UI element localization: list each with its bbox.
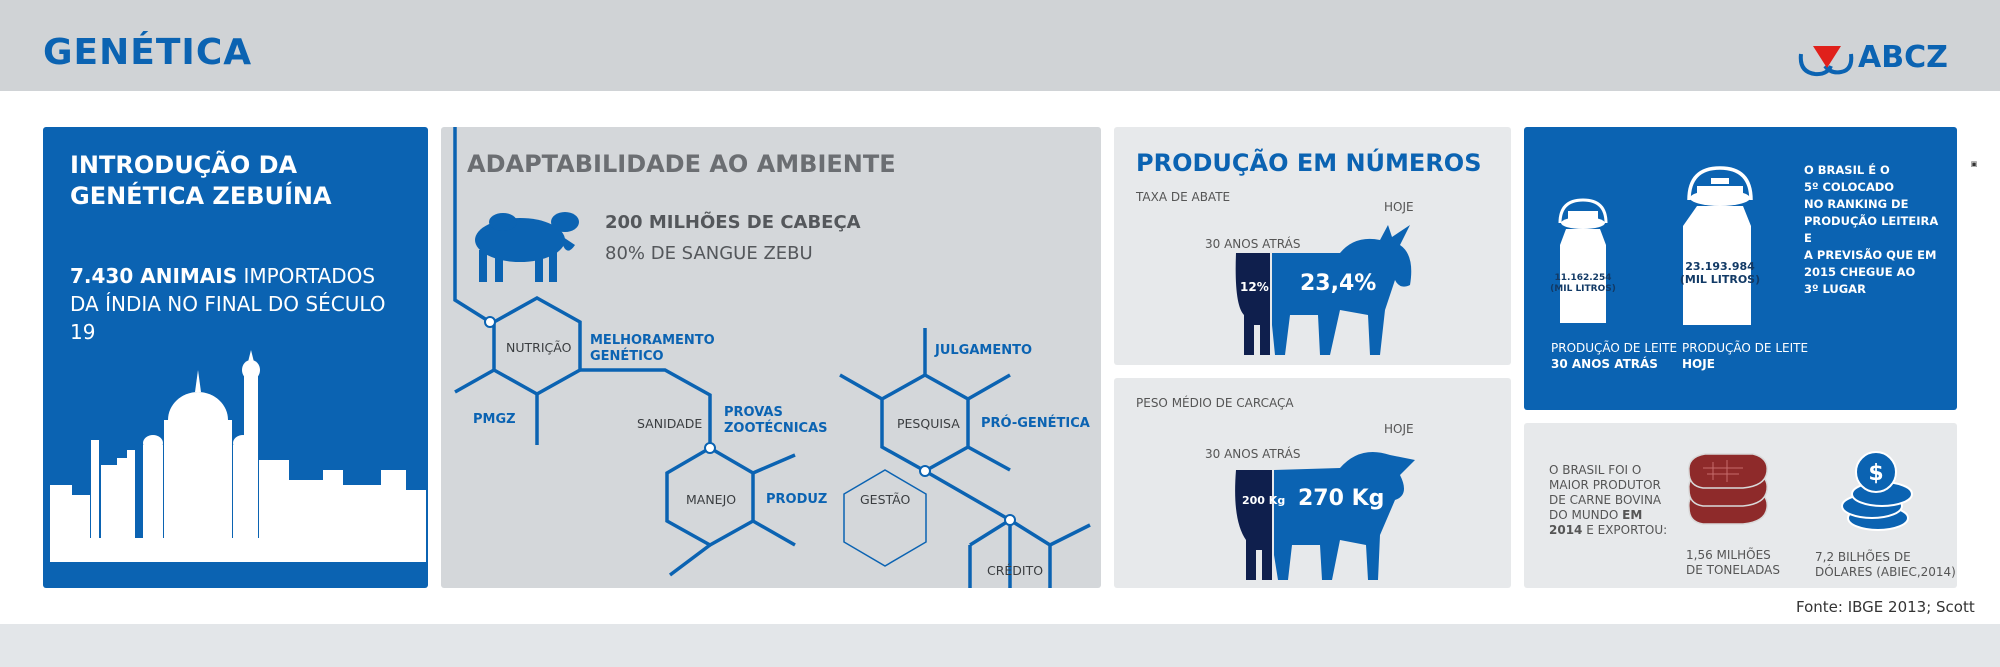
carcass-today: HOJE <box>1384 422 1414 436</box>
side-note-icon: ▣ <box>1970 160 1978 168</box>
production-panel <box>1114 127 1511 365</box>
slaughter-new-value: 23,4% <box>1300 271 1377 296</box>
milk-ranking-text: O BRASIL É O 5º COLOCADO NO RANKING DE P… <box>1804 163 1939 296</box>
carcass-new-value: 270 Kg <box>1298 486 1385 511</box>
zebu-blood-text: 80% DE SANGUE ZEBU <box>605 243 813 264</box>
production-title: PRODUÇÃO EM NÚMEROS <box>1136 149 1482 177</box>
slaughter-today: HOJE <box>1384 200 1414 214</box>
hex-label-gestao: GESTÃO <box>860 492 911 507</box>
milk-old-value: 11.162.254(MIL LITROS) <box>1550 273 1616 294</box>
slaughter-label: TAXA DE ABATE <box>1136 190 1231 204</box>
hex-label-nutricao: NUTRIÇÃO <box>506 340 572 355</box>
footer-bar <box>0 624 2000 667</box>
meat-stack-icon <box>1688 453 1768 525</box>
hex-label-manejo: MANEJO <box>686 492 737 507</box>
header-bar <box>0 0 2000 91</box>
hexagon-network-icon <box>453 127 1091 588</box>
beef-text: O BRASIL FOI O MAIOR PRODUTOR DE CARNE B… <box>1549 463 1668 537</box>
large-milk-can-icon <box>1683 166 1753 325</box>
intro-text: 7.430 ANIMAIS IMPORTADOS DA ÍNDIA NO FIN… <box>70 264 386 344</box>
logo-text: ABCZ <box>1858 40 1948 75</box>
carcass-ago: 30 ANOS ATRÁS <box>1205 447 1301 461</box>
carcass-label: PESO MÉDIO DE CARCAÇA <box>1136 396 1294 410</box>
milk-new-value: 23.193.984(MIL LITROS) <box>1679 260 1761 286</box>
slaughter-ago: 30 ANOS ATRÁS <box>1205 237 1301 251</box>
label-produz: PRODUZ <box>766 492 828 507</box>
label-progenetica: PRÓ-GENÉTICA <box>981 416 1090 431</box>
cow-slaughter-icon <box>1235 225 1412 355</box>
herd-size-text: 200 MILHÕES DE CABEÇA <box>605 212 861 233</box>
cow-carcass-icon <box>1235 451 1415 580</box>
coin-stack-icon: $ <box>1841 451 1913 531</box>
zebu-bull-icon <box>475 212 579 282</box>
hex-label-credito: CRÉDITO <box>987 563 1044 578</box>
adaptability-title: ADAPTABILIDADE AO AMBIENTE <box>467 150 896 178</box>
svg-text:$: $ <box>1868 461 1883 486</box>
skyline-icon <box>50 350 426 562</box>
hex-label-pesquisa: PESQUISA <box>897 416 960 431</box>
adaptability-panel <box>441 127 1101 588</box>
source-note: Fonte: IBGE 2013; Scott <box>1796 598 1975 616</box>
slaughter-old-value: 12% <box>1240 280 1269 294</box>
label-pmgz: PMGZ <box>473 412 516 427</box>
page-title: GENÉTICA <box>43 32 253 73</box>
abcz-logo-icon <box>1798 46 1854 77</box>
small-milk-can-icon <box>1558 198 1608 323</box>
intro-title: INTRODUÇÃO DA GENÉTICA ZEBUÍNA <box>70 151 332 210</box>
hex-label-sanidade: SANIDADE <box>637 416 703 431</box>
carcass-old-value: 200 Kg <box>1242 494 1286 507</box>
label-julgamento: JULGAMENTO <box>935 343 1033 358</box>
